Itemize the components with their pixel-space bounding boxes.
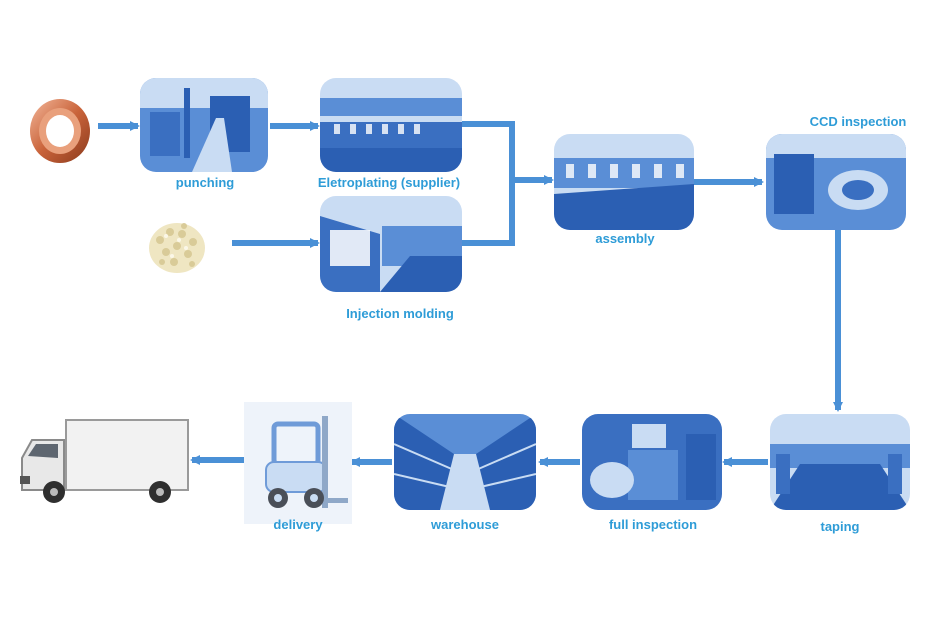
copper-coil-icon (28, 96, 92, 166)
injection-molding-photo (320, 196, 462, 292)
electroplating-photo (320, 78, 462, 172)
label-assembly: assembly (595, 231, 655, 246)
plastic-pellets-icon (146, 218, 208, 276)
label-warehouse: warehouse (431, 517, 499, 532)
arrow-electroplating-to-assembly (462, 121, 515, 180)
label-injection-molding: Injection molding (346, 306, 454, 321)
arrow-molding-to-assembly (462, 180, 515, 246)
taping-photo (770, 414, 910, 510)
truck-icon (18, 418, 190, 506)
label-taping: taping (820, 519, 860, 534)
label-full-inspection: full inspection (608, 517, 698, 532)
label-ccd-inspection: CCD inspection (809, 114, 907, 129)
flow-arrows (98, 121, 843, 467)
punching-photo (140, 78, 268, 172)
ccd-inspection-photo (766, 134, 906, 230)
full-inspection-photo (582, 414, 722, 510)
assembly-photo (554, 134, 694, 230)
label-electroplating: Eletroplating (supplier) (317, 175, 461, 190)
label-punching: punching (175, 175, 235, 190)
label-delivery: delivery (273, 517, 323, 532)
forklift-icon (244, 402, 352, 524)
warehouse-photo (394, 414, 536, 510)
